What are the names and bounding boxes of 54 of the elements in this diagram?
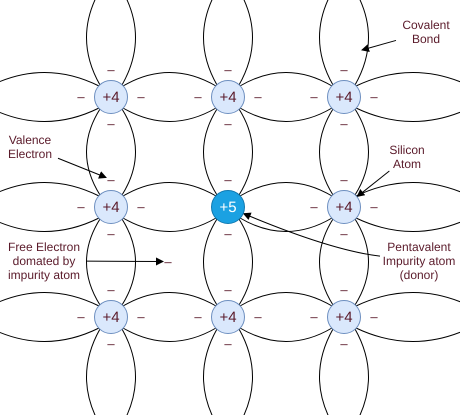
silicon-atom: +4 [94, 190, 128, 224]
electron-sign: – [369, 90, 379, 103]
silicon-atom: +4 [211, 80, 245, 114]
electron-sign: – [253, 310, 263, 323]
electron-sign: – [369, 310, 379, 323]
electron-sign: – [339, 337, 349, 350]
electron-sign: – [193, 310, 203, 323]
electron-sign: – [106, 227, 116, 240]
electron-sign: – [106, 117, 116, 130]
silicon-atom: +4 [327, 80, 361, 114]
electron-sign: – [136, 200, 146, 213]
silicon-atom: +4 [94, 80, 128, 114]
electron-sign: – [339, 117, 349, 130]
leader-arrow [58, 158, 107, 179]
silicon-atom: +4 [327, 190, 361, 224]
callout-text: Free Electron domated by impurity atom [1, 240, 87, 282]
silicon-atom: +4 [327, 300, 361, 334]
electron-sign: – [223, 173, 233, 186]
electron-sign: – [223, 337, 233, 350]
electron-sign: – [223, 227, 233, 240]
electron-sign: – [223, 117, 233, 130]
electron-sign: – [193, 90, 203, 103]
impurity-atom: +5 [211, 190, 245, 224]
electron-sign: – [223, 283, 233, 296]
callout-text: Valence Electron [2, 133, 58, 161]
silicon-atom: +4 [211, 300, 245, 334]
leader-arrow [356, 170, 390, 198]
electron-sign: – [339, 173, 349, 186]
leader-arrow [361, 40, 396, 52]
leader-arrow [86, 257, 164, 266]
electron-sign: – [339, 283, 349, 296]
leader-arrow [242, 212, 380, 257]
callout-text: Covalent Bond [396, 18, 456, 46]
electron-sign: – [106, 63, 116, 76]
callout-text: Silicon Atom [380, 143, 434, 171]
electron-sign: – [339, 63, 349, 76]
electron-sign: – [309, 90, 319, 103]
electron-sign: – [106, 173, 116, 186]
electron-sign: – [76, 200, 86, 213]
callout-text: Pentavalent Impurity atom (donor) [380, 240, 458, 282]
silicon-atom: +4 [94, 300, 128, 334]
electron-sign: – [309, 310, 319, 323]
electron-sign: – [136, 310, 146, 323]
electron-sign: – [76, 310, 86, 323]
electron-sign: – [163, 255, 173, 268]
electron-sign: – [106, 337, 116, 350]
electron-sign: – [369, 200, 379, 213]
electron-sign: – [339, 227, 349, 240]
electron-sign: – [106, 283, 116, 296]
electron-sign: – [136, 90, 146, 103]
electron-sign: – [223, 63, 233, 76]
electron-sign: – [76, 90, 86, 103]
electron-sign: – [309, 200, 319, 213]
electron-sign: – [253, 90, 263, 103]
